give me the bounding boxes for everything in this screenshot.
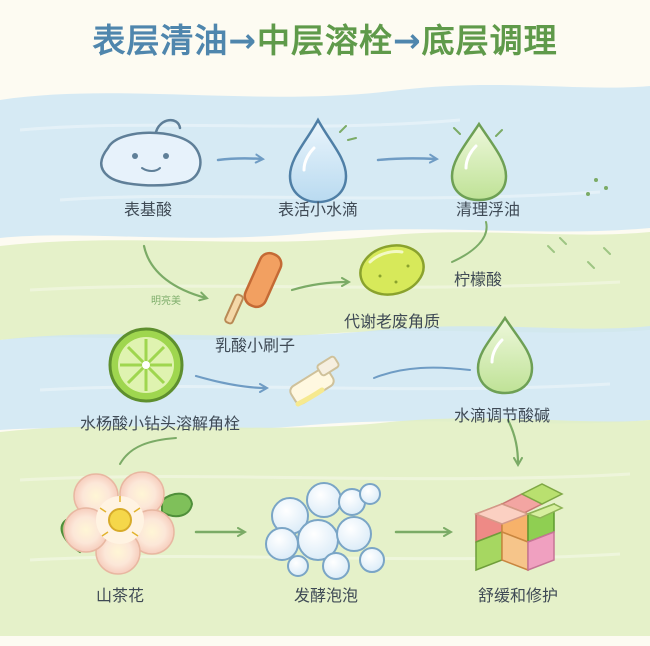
arrow-brush-to-lemon bbox=[290, 282, 348, 292]
curve-vial-to-balance bbox=[373, 366, 471, 379]
green-oil-drop-icon bbox=[450, 121, 608, 202]
foam-bubbles-icon bbox=[265, 482, 385, 580]
water-drop-icon bbox=[288, 117, 357, 204]
title-arrow-2: → bbox=[393, 21, 422, 60]
page-title: 表层清油→中层溶栓→底层调理 bbox=[0, 14, 650, 62]
lime-slice-icon bbox=[108, 327, 184, 403]
title-part-middle: 中层溶栓 bbox=[257, 21, 393, 60]
arrow-pad-to-drop bbox=[216, 158, 262, 160]
annotation-note: 明亮美 bbox=[151, 296, 181, 307]
label-clean-oil: 清理浮油 bbox=[455, 200, 521, 219]
title-part-surface: 表层清油 bbox=[92, 21, 229, 60]
curve-oil-to-citric bbox=[451, 221, 488, 263]
title-arrow-1: → bbox=[228, 21, 257, 60]
label-camellia: 山茶花 bbox=[95, 586, 145, 605]
band-green-middle bbox=[0, 232, 650, 340]
label-fermented-foam: 发酵泡泡 bbox=[293, 586, 359, 605]
green-balance-drop-icon bbox=[476, 315, 534, 395]
arrow-balance-to-cubes bbox=[506, 418, 518, 464]
arrow-acid-to-brush bbox=[142, 244, 206, 298]
label-metabolize: 代谢老废角质 bbox=[343, 312, 441, 331]
label-lactic-brush: 乳酸小刷子 bbox=[214, 336, 296, 355]
label-citric-acid: 柠檬酸 bbox=[453, 270, 503, 289]
curve-salicylic-to-flower bbox=[119, 437, 177, 465]
cleansing-pad-icon bbox=[100, 119, 202, 187]
lemon-icon bbox=[359, 244, 425, 296]
label-salicylic-drill: 水杨酸小钻头溶解角栓 bbox=[79, 414, 241, 433]
arrow-drop-to-oil bbox=[376, 158, 436, 160]
arrow-lime-to-vial bbox=[194, 374, 266, 388]
serum-vial-icon bbox=[289, 355, 340, 407]
ice-pop-brush-icon bbox=[224, 251, 283, 325]
camellia-flower-icon bbox=[60, 471, 194, 575]
label-soothe-repair: 舒缓和修护 bbox=[477, 586, 559, 605]
title-part-bottom: 底层调理 bbox=[421, 21, 558, 60]
label-surfactant-drop: 表活小水滴 bbox=[277, 200, 359, 219]
label-water-balance: 水滴调节酸碱 bbox=[453, 406, 551, 425]
label-surface-acid: 表基酸 bbox=[123, 200, 173, 219]
repair-cubes-icon bbox=[473, 483, 564, 572]
